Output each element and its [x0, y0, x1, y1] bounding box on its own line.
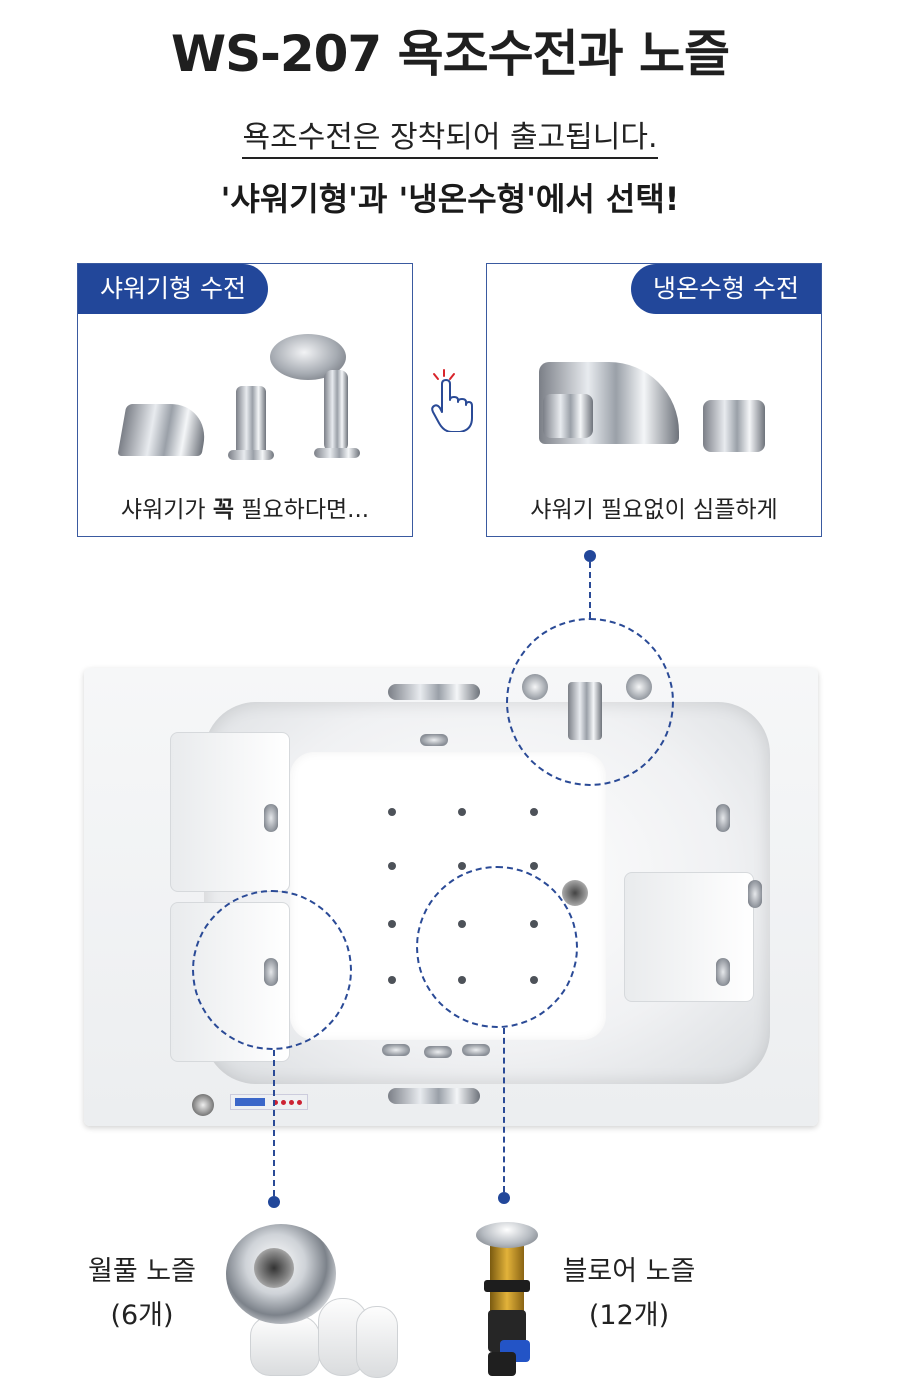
control-button	[297, 1100, 302, 1105]
connector-whirlpool	[273, 1050, 275, 1196]
page-title: WS-207 욕조수전과 노즐	[170, 25, 730, 83]
mixer-knob-right-image	[703, 400, 765, 452]
tub-seat-right	[624, 872, 754, 1002]
blower-label: 블로어 노즐 (12개)	[544, 1250, 714, 1338]
whirlpool-jet	[264, 804, 278, 832]
option-shower-caption: 샤워기가 꼭 필요하다면...	[78, 490, 412, 524]
option-shower-panel[interactable]: 샤워기형 수전 샤워기가 꼭 필요하다면...	[77, 263, 413, 537]
highlight-faucet	[506, 618, 674, 786]
valve-image	[236, 386, 266, 458]
marker-dot-whirlpool	[268, 1196, 280, 1208]
footrest-jet	[382, 1044, 410, 1056]
blower-pipe	[488, 1352, 516, 1376]
blower-jet	[388, 862, 396, 870]
connector-blower	[503, 1028, 505, 1192]
highlight-blower	[416, 866, 578, 1028]
tub-side-knob	[192, 1094, 214, 1116]
option-mixer-tag: 냉온수형 수전	[631, 264, 821, 314]
control-panel	[230, 1094, 308, 1110]
blower-jet	[388, 976, 396, 984]
valve-base-image	[228, 450, 274, 460]
blower-jet	[458, 862, 466, 870]
subtitle: 욕조수전은 장착되어 출고됩니다.	[0, 112, 900, 159]
whirlpool-count: (6개)	[110, 1300, 174, 1331]
whirlpool-label: 월풀 노즐 (6개)	[62, 1250, 222, 1338]
caption-pre: 샤워기가	[120, 497, 213, 523]
connector-faucet	[589, 562, 591, 618]
hand-pointer-icon	[431, 369, 473, 432]
marker-dot-blower	[498, 1192, 510, 1204]
footrest-jet	[424, 1046, 452, 1058]
tub-drain	[562, 880, 588, 906]
mixer-knob-left-image	[543, 394, 593, 438]
blower-jet	[530, 862, 538, 870]
option-mixer-panel[interactable]: 냉온수형 수전 샤워기 필요없이 심플하게	[486, 263, 822, 537]
control-button	[289, 1100, 294, 1105]
tub-handle-bottom	[388, 1088, 480, 1104]
blower-jet	[388, 920, 396, 928]
control-button	[281, 1100, 286, 1105]
blower-count: (12개)	[588, 1300, 670, 1331]
footrest-jet	[462, 1044, 490, 1056]
caption-post: 필요하다면...	[234, 497, 370, 523]
whirlpool-nozzle-center	[254, 1248, 294, 1288]
blower-ring	[484, 1280, 530, 1292]
highlight-whirlpool	[192, 890, 352, 1050]
blower-jet	[530, 808, 538, 816]
blower-jet	[388, 808, 396, 816]
whirlpool-pipe	[250, 1316, 320, 1376]
whirlpool-jet	[716, 804, 730, 832]
spout-image	[117, 404, 211, 456]
blower-body	[490, 1246, 524, 1312]
caption-bold: 꼭	[212, 497, 235, 523]
headrest-jet	[420, 734, 448, 746]
control-display	[235, 1098, 265, 1106]
blower-nozzle-image	[476, 1222, 538, 1248]
control-button	[273, 1100, 278, 1105]
choice-line: '샤워기형'과 '냉온수형'에서 선택!	[220, 180, 680, 218]
subtitle-text: 욕조수전은 장착되어 출고됩니다.	[242, 120, 658, 159]
tub-handle-top	[388, 684, 480, 700]
whirlpool-name: 월풀 노즐	[88, 1256, 196, 1287]
marker-dot-faucet	[584, 550, 596, 562]
shower-base-image	[314, 448, 360, 458]
option-mixer-caption: 샤워기 필요없이 심플하게	[530, 497, 778, 523]
whirlpool-jet	[716, 958, 730, 986]
option-shower-tag: 샤워기형 수전	[78, 264, 268, 314]
whirlpool-pipe	[356, 1306, 398, 1378]
whirlpool-jet	[748, 880, 762, 908]
blower-name: 블로어 노즐	[562, 1256, 696, 1287]
blower-jet	[458, 808, 466, 816]
shower-handle-image	[324, 370, 348, 452]
